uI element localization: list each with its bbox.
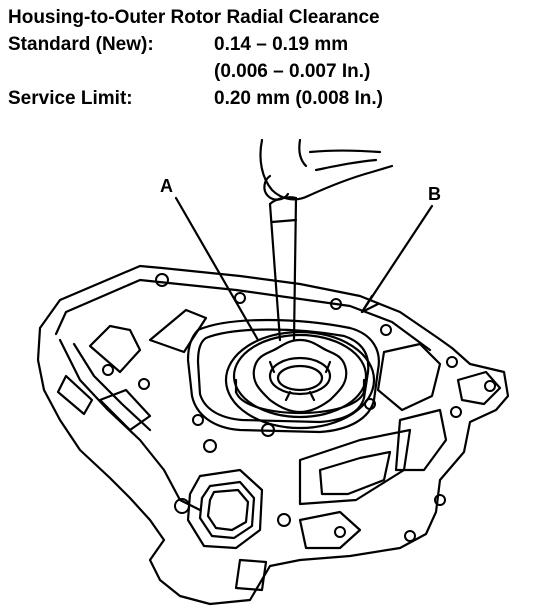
callout-b-leader xyxy=(360,204,434,314)
callout-a-label: A xyxy=(160,176,173,196)
standard-label: Standard (New): xyxy=(8,34,154,55)
service-limit-row: Service Limit: 0.20 mm (0.008 In.) xyxy=(8,85,383,112)
pump-housing xyxy=(36,264,510,606)
standard-row: Standard (New): 0.14 – 0.19 mm xyxy=(8,31,383,58)
service-limit-label: Service Limit: xyxy=(8,88,133,109)
standard-value-mm: 0.14 – 0.19 mm xyxy=(214,34,349,55)
bolt-holes xyxy=(102,273,496,542)
feeler-gauge xyxy=(268,196,298,342)
hand-illustration xyxy=(259,138,394,201)
callout-b-label: B xyxy=(428,184,441,204)
standard-inch-row: (0.006 – 0.007 In.) xyxy=(8,58,383,85)
callout-a-leader xyxy=(174,196,260,342)
spec-block: Housing-to-Outer Rotor Radial Clearance … xyxy=(8,4,383,112)
spec-title: Housing-to-Outer Rotor Radial Clearance xyxy=(8,7,380,28)
service-limit-value: 0.20 mm (0.008 In.) xyxy=(214,88,383,109)
inner-rotor xyxy=(252,338,348,414)
standard-value-in: (0.006 – 0.007 In.) xyxy=(214,61,371,82)
outer-rotor xyxy=(224,330,376,430)
